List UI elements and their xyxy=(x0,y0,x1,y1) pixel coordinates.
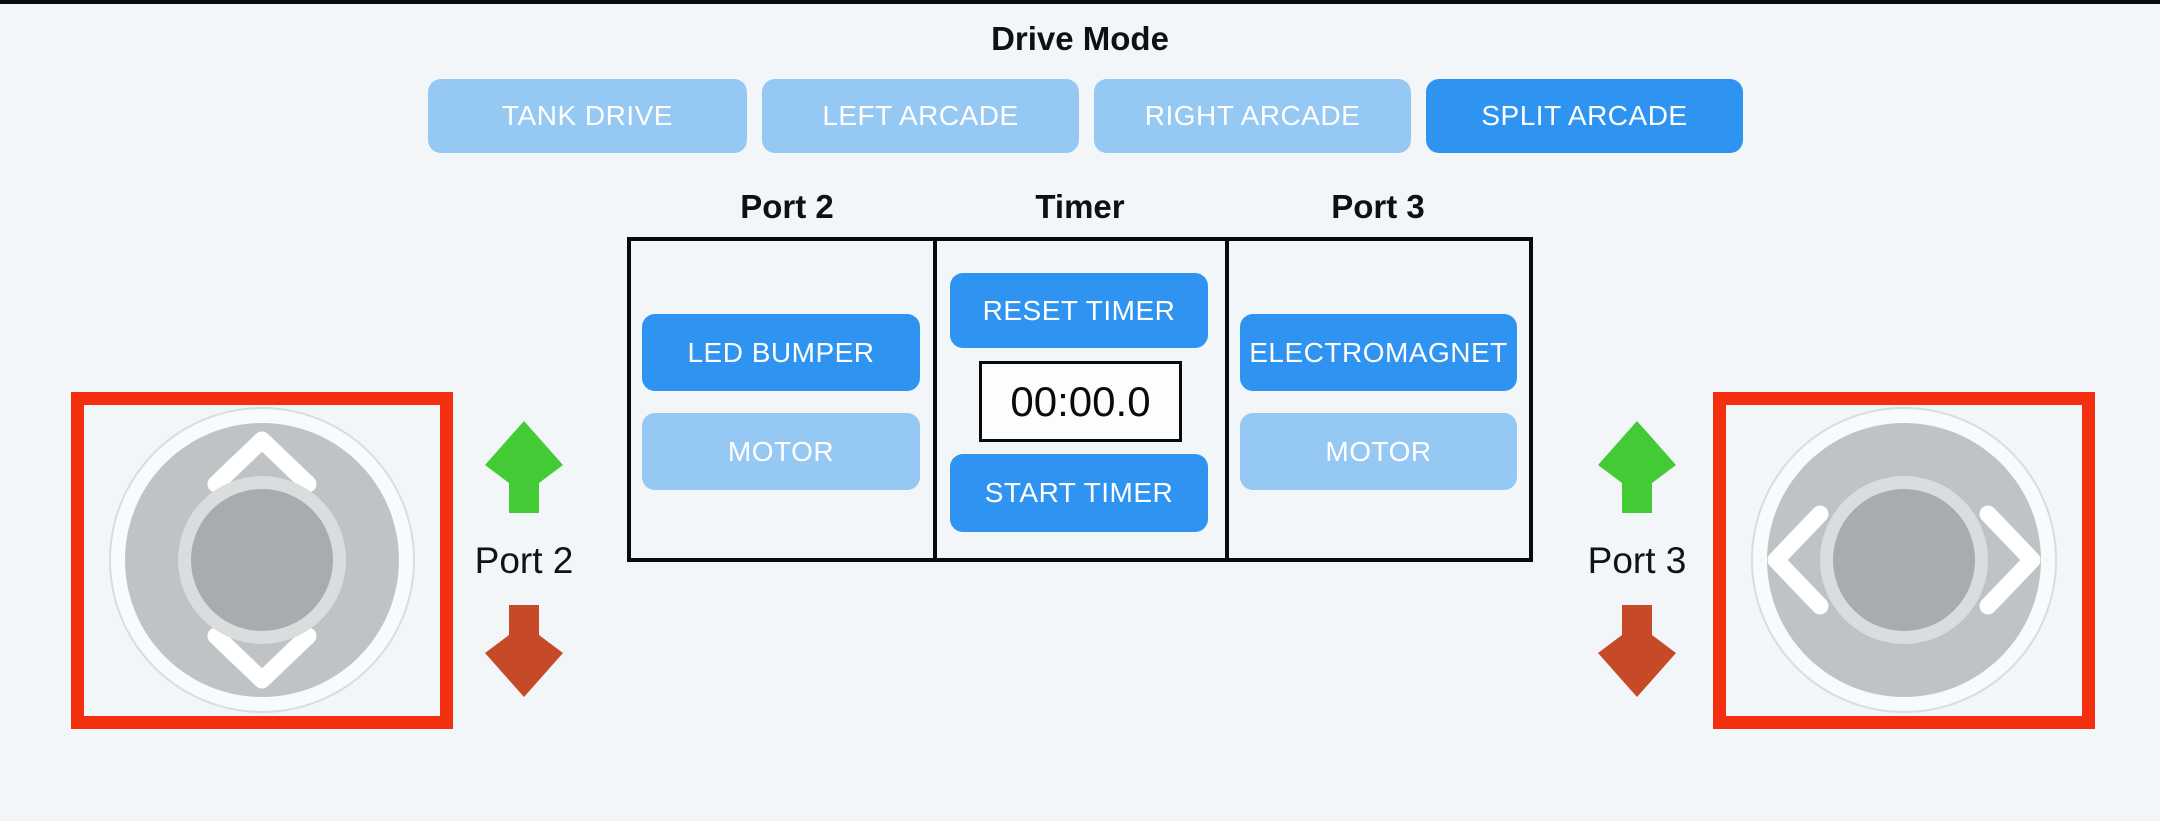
panel-divider xyxy=(1225,241,1229,558)
joystick-axis-chevrons xyxy=(207,431,317,689)
chevron-down-icon xyxy=(207,627,317,689)
panel-divider xyxy=(933,241,937,558)
led-bumper-button[interactable]: LED BUMPER xyxy=(642,314,920,391)
reset-timer-button[interactable]: RESET TIMER xyxy=(950,273,1208,348)
port2-down-arrow-button[interactable] xyxy=(485,605,563,697)
left-joystick[interactable] xyxy=(109,407,415,713)
chevron-right-icon xyxy=(1979,505,2041,615)
chevron-up-icon xyxy=(207,431,317,493)
port2-up-arrow-button[interactable] xyxy=(485,421,563,513)
timer-column-header: Timer xyxy=(1035,188,1125,225)
arrow-down-icon xyxy=(1598,605,1676,697)
right-joystick[interactable] xyxy=(1751,407,2057,713)
left-joystick-highlight-box xyxy=(71,392,453,729)
port3-joystick-label: Port 3 xyxy=(1587,540,1687,581)
right-arcade-button[interactable]: RIGHT ARCADE xyxy=(1094,79,1411,153)
arrow-up-icon xyxy=(485,421,563,513)
drive-mode-title: Drive Mode xyxy=(991,20,1169,57)
arrow-down-icon xyxy=(485,605,563,697)
joystick-thumb[interactable] xyxy=(178,476,346,644)
top-border-line xyxy=(0,0,2160,4)
device-panel xyxy=(627,237,1533,562)
port2-motor-button[interactable]: MOTOR xyxy=(642,413,920,490)
port3-up-arrow-button[interactable] xyxy=(1598,421,1676,513)
tank-drive-button[interactable]: TANK DRIVE xyxy=(428,79,747,153)
port3-down-arrow-button[interactable] xyxy=(1598,605,1676,697)
split-arcade-button[interactable]: SPLIT ARCADE xyxy=(1426,79,1743,153)
arrow-up-icon xyxy=(1598,421,1676,513)
joystick-axis-chevrons xyxy=(1767,505,2041,615)
port2-column-header: Port 2 xyxy=(740,188,834,225)
chevron-left-icon xyxy=(1767,505,1829,615)
joystick-thumb[interactable] xyxy=(1820,476,1988,644)
port3-motor-button[interactable]: MOTOR xyxy=(1240,413,1517,490)
right-joystick-highlight-box xyxy=(1713,392,2095,729)
left-arcade-button[interactable]: LEFT ARCADE xyxy=(762,79,1079,153)
port3-column-header: Port 3 xyxy=(1331,188,1425,225)
timer-display: 00:00.0 xyxy=(979,361,1182,442)
start-timer-button[interactable]: START TIMER xyxy=(950,454,1208,532)
port2-joystick-label: Port 2 xyxy=(474,540,574,581)
electromagnet-button[interactable]: ELECTROMAGNET xyxy=(1240,314,1517,391)
